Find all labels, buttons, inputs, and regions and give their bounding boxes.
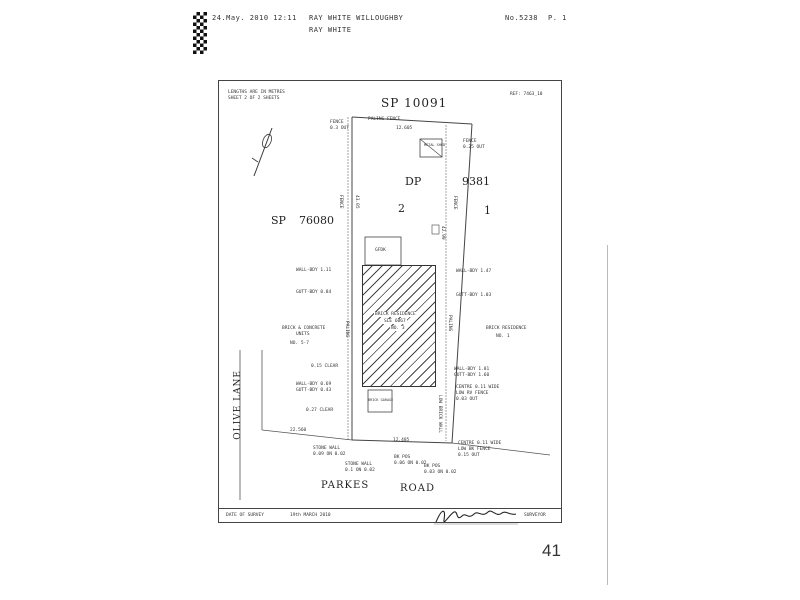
no-1-label: NO. 1 bbox=[496, 334, 510, 339]
clear-1: 0.15 CLEAR bbox=[311, 364, 339, 369]
residence-label-2: SLE 6067 bbox=[383, 319, 407, 324]
sp-10091-label: SP 10091 bbox=[381, 96, 448, 110]
north-arrow-icon bbox=[251, 127, 273, 177]
brick-residence-right: BRICK RESIDENCE bbox=[486, 326, 527, 331]
lot-2: 2 bbox=[398, 202, 405, 215]
bk-pos-label: BK POS bbox=[394, 455, 411, 460]
stone-wall-val: 0.09 ON 0.02 bbox=[313, 452, 346, 457]
dp-label: DP bbox=[405, 175, 422, 188]
plan-ref: REF: 7463_10 bbox=[510, 92, 543, 97]
right-fence-label: FENCE bbox=[452, 196, 457, 210]
dim-bottom-left: 22.560 bbox=[290, 428, 307, 433]
gutt-bdy-left-2: GUTT-BDY 0.43 bbox=[296, 388, 332, 393]
survey-date: 19th MARCH 2010 bbox=[290, 513, 331, 518]
surveyor-label: SURVEYOR bbox=[524, 513, 546, 518]
survey-date-label: DATE OF SURVEY bbox=[226, 513, 264, 518]
brick-concrete-label: BRICK & CONCRETE bbox=[282, 326, 326, 331]
wall-bdy-right-2: WALL-BDY 1.81 bbox=[454, 367, 490, 372]
olive-lane-label: OLIVE LANE bbox=[233, 370, 243, 440]
fax-sender-sub: RAY WHITE bbox=[309, 26, 352, 34]
fence-left-label: FENCE bbox=[330, 120, 344, 125]
low-fence-2-val: 0.15 OUT bbox=[458, 453, 480, 458]
gutt-bdy-right: GUTT-BDY 1.03 bbox=[456, 293, 492, 298]
low-fence-1-val: 0.03 OUT bbox=[456, 397, 478, 402]
stone-wall-2-val: 0.1 ON 0.02 bbox=[345, 468, 375, 473]
centre-1: CENTRE 0.11 WIDE bbox=[456, 385, 500, 390]
fax-page: P. 1 bbox=[548, 14, 567, 22]
fax-checker-mark bbox=[193, 12, 207, 54]
right-dimension: 42.99 bbox=[440, 226, 445, 240]
paling-right-label: PALING bbox=[447, 315, 452, 332]
dim-bottom-mid: 12.485 bbox=[393, 438, 410, 443]
paling-fence-label: PALING FENCE bbox=[368, 117, 401, 122]
wall-bdy-left-2: WALL-BDY 0.69 bbox=[296, 382, 332, 387]
bk-pos-2-val: 0.03 ON 0.02 bbox=[424, 470, 457, 475]
gutt-bdy-left: GUTT-BDY 0.84 bbox=[296, 290, 332, 295]
low-fence-1: LOW RV FENCE bbox=[456, 391, 489, 396]
bk-pos-2-label: BK POS bbox=[424, 464, 441, 469]
fax-sender: RAY WHITE WILLOUGHBY bbox=[309, 14, 404, 22]
lot-1: 1 bbox=[484, 204, 491, 217]
residence-label-1: BRICK RESIDENCE bbox=[374, 312, 417, 317]
left-fence-label: FENCE bbox=[338, 195, 343, 209]
wall-bdy-left: WALL-BDY 1.11 bbox=[296, 268, 332, 273]
fax-number: No.5238 bbox=[505, 14, 539, 22]
paling-left-label: PALING bbox=[344, 321, 349, 338]
nos-left-label: NO. 5-7 bbox=[290, 341, 309, 346]
centre-2: CENTRE 0.11 WIDE bbox=[458, 441, 502, 446]
low-fence-2: LOW BK FENCE bbox=[458, 447, 491, 452]
metal-shed-label: METAL SHED bbox=[424, 143, 446, 147]
fence-right-val: 0.25 OUT bbox=[463, 145, 485, 150]
gutt-bdy-right-2: GUTT-BDY 1.60 bbox=[454, 373, 490, 378]
surveyor-signature bbox=[434, 510, 518, 525]
clear-2: 0.27 CLEAR bbox=[306, 408, 334, 413]
left-dimension: 43.05 bbox=[354, 195, 359, 209]
parkes-label: PARKES bbox=[321, 480, 370, 491]
fence-left-val: 0.3 OUT bbox=[330, 126, 349, 131]
sp-left-label: SP bbox=[271, 214, 286, 227]
survey-plan-frame bbox=[218, 80, 562, 523]
road-label: ROAD bbox=[400, 483, 435, 494]
dp-number: 9381 bbox=[462, 175, 490, 188]
gfdk-label: GFDK bbox=[375, 248, 386, 253]
page-margin-line bbox=[607, 245, 608, 585]
stone-wall-label: STONE WALL bbox=[313, 446, 341, 451]
residence-label-3: NO. 3 bbox=[390, 326, 406, 331]
units-label: UNITS bbox=[296, 332, 310, 337]
fax-date-time: 24.May. 2010 12:11 bbox=[212, 14, 297, 22]
brick-garage-label: BRICK GARAGE bbox=[368, 398, 394, 402]
top-dimension: 12.605 bbox=[396, 126, 413, 131]
low-brick-wall-label: LOW BRICK WALL bbox=[437, 395, 442, 433]
page-number: 41 bbox=[542, 541, 561, 560]
note-sheet: SHEET 2 OF 2 SHEETS bbox=[228, 96, 280, 101]
plan-footer-rule bbox=[218, 508, 562, 509]
sp-left-number: 76080 bbox=[299, 214, 334, 227]
wall-bdy-right: WALL-BDY 1.47 bbox=[456, 269, 492, 274]
bk-pos-val: 0.06 ON 0.02 bbox=[394, 461, 427, 466]
fence-right-label: FENCE bbox=[463, 139, 477, 144]
stone-wall-2-label: STONE WALL bbox=[345, 462, 373, 467]
note-lengths: LENGTHS ARE IN METRES bbox=[228, 90, 285, 95]
